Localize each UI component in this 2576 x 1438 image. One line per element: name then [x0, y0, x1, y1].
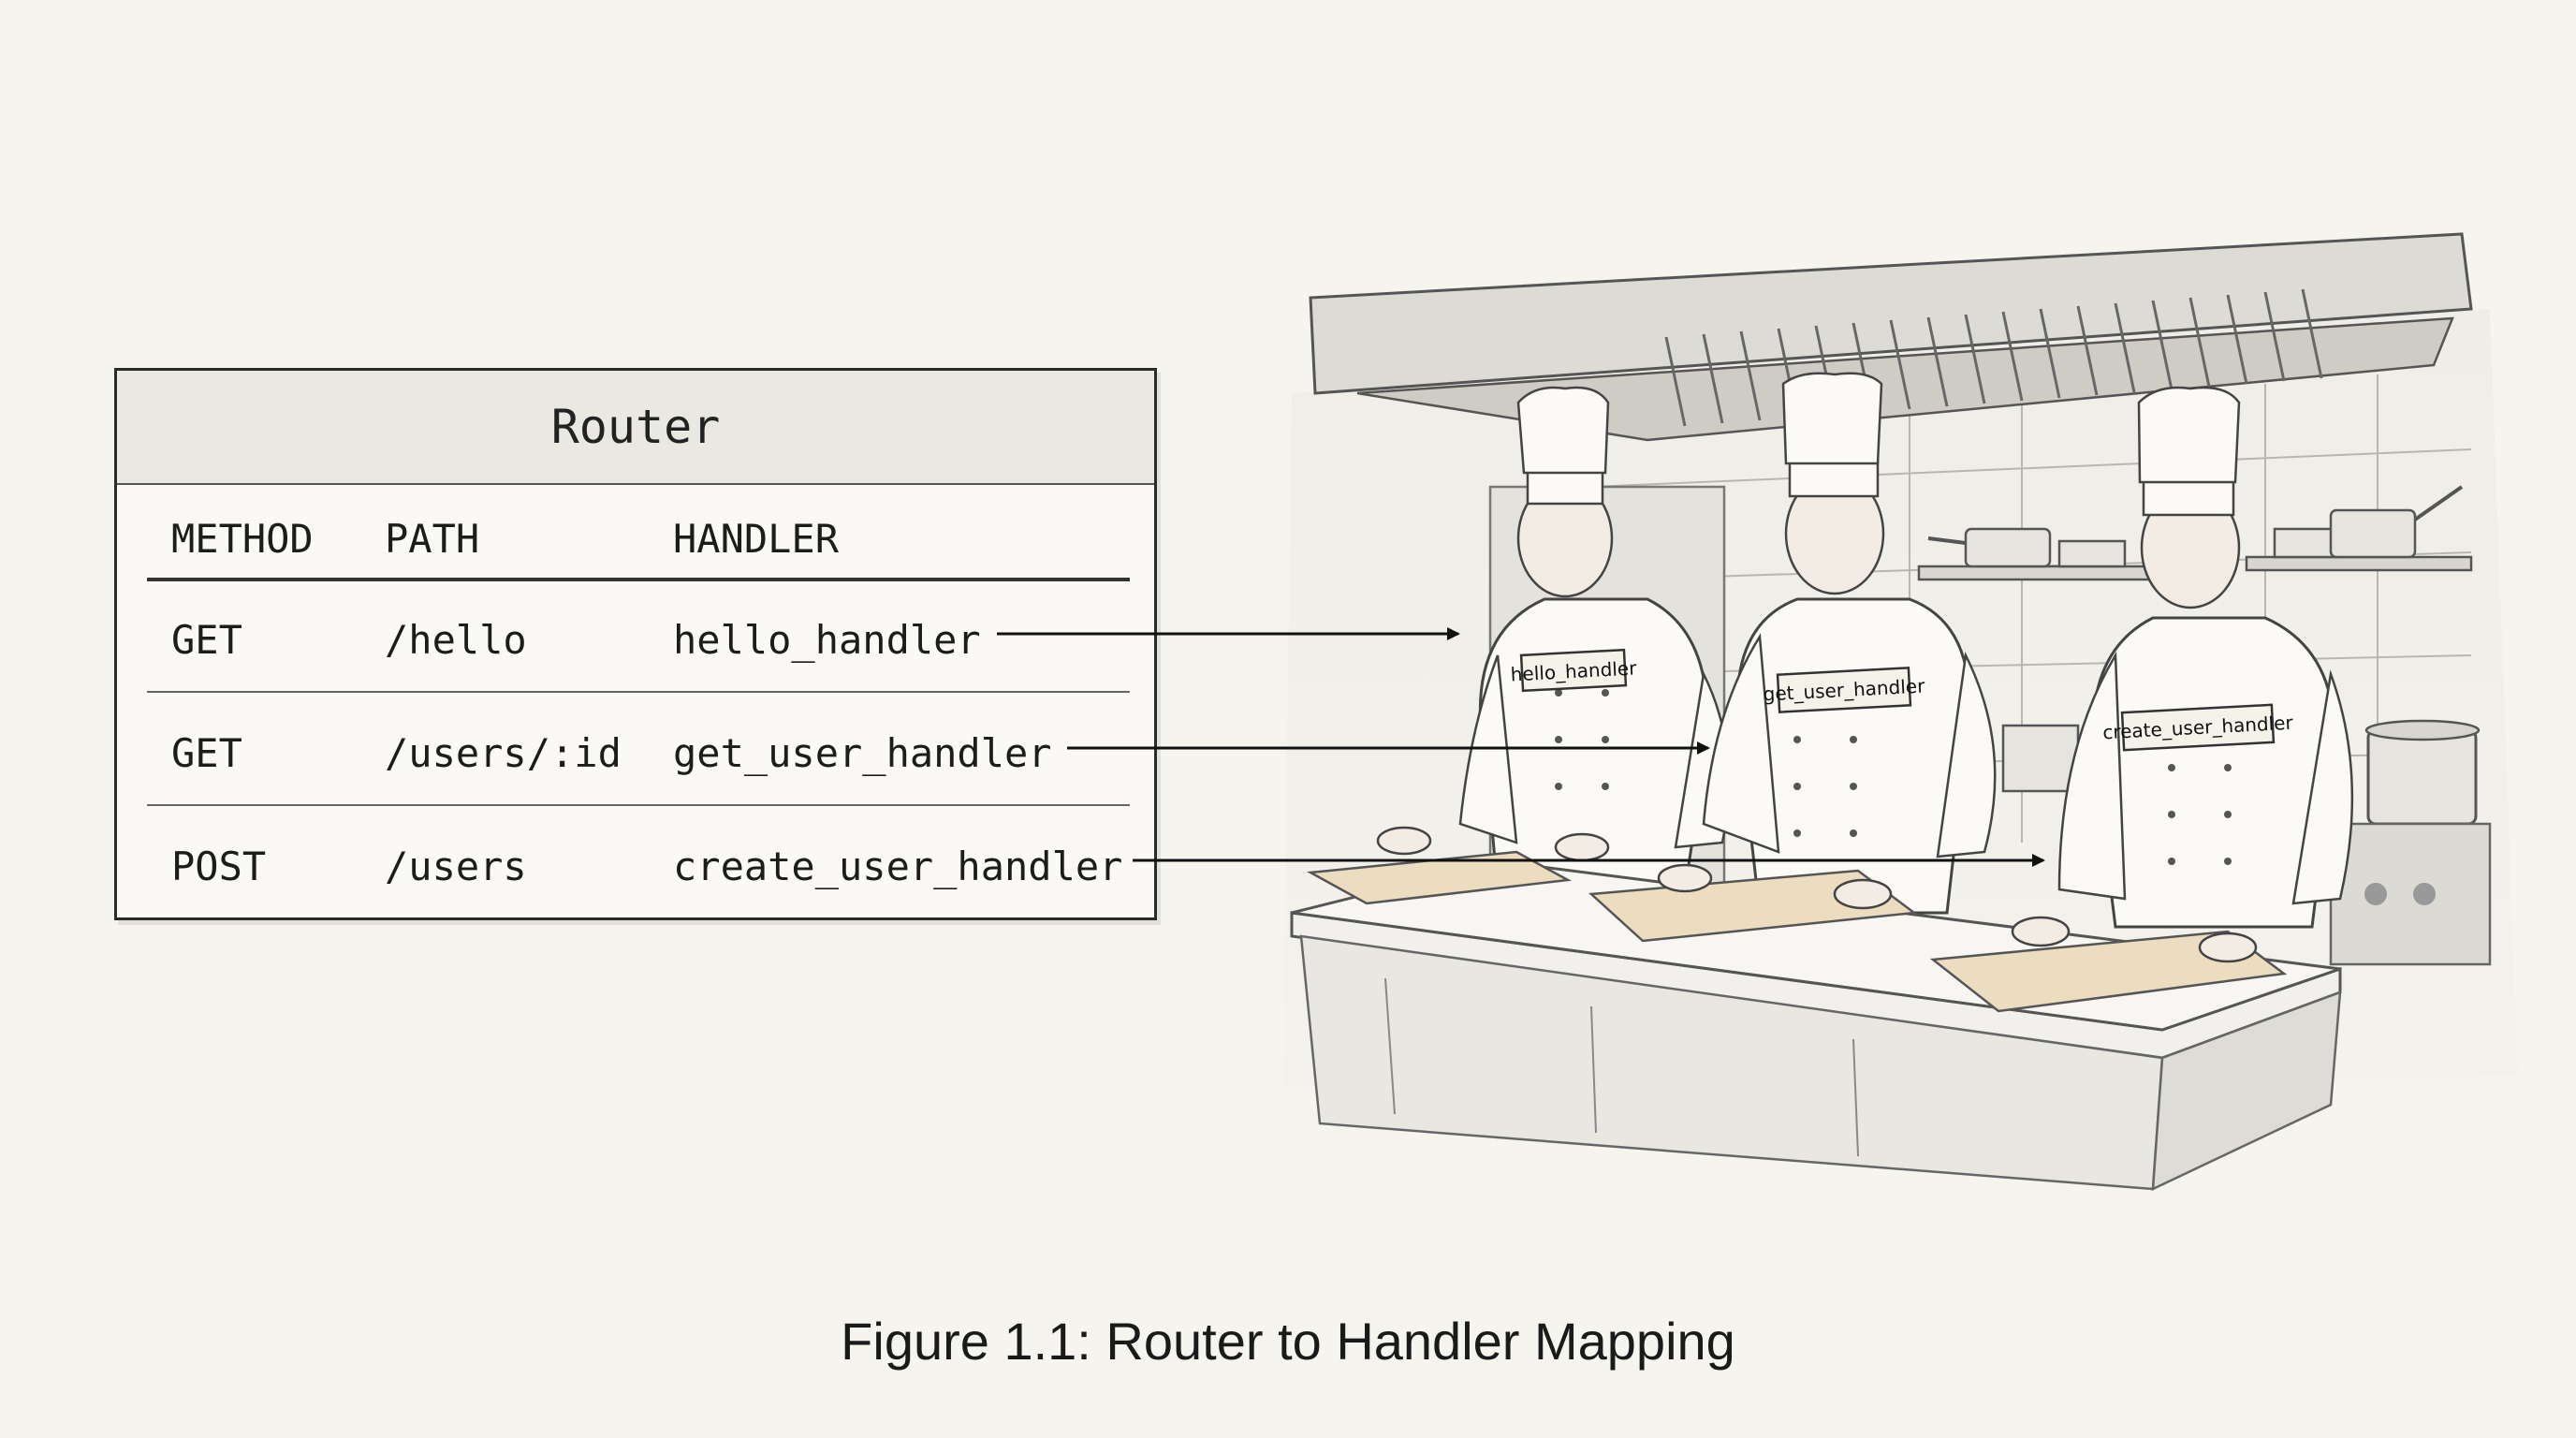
row-path: /users/:id — [385, 730, 622, 776]
row-path: /users — [385, 844, 527, 889]
badge-hello-handler: hello_handler — [1510, 648, 1638, 693]
row-method: GET — [171, 617, 242, 663]
column-header-path: PATH — [385, 516, 480, 562]
cutting-board — [1306, 850, 1573, 905]
stove-knob-icon — [2364, 883, 2387, 905]
stove-knob-icon — [2413, 883, 2436, 905]
column-header-method: METHOD — [171, 516, 314, 562]
row-divider — [147, 804, 1130, 806]
badge-create-user-handler: create_user_handler — [2102, 703, 2294, 752]
row-divider — [147, 691, 1130, 693]
pot-icon — [1927, 485, 2464, 568]
badge-get-user-handler: get_user_handler — [1763, 667, 1926, 713]
chef-hands — [1376, 826, 2258, 963]
row-method: GET — [171, 730, 242, 776]
row-handler: get_user_handler — [673, 730, 1052, 776]
row-method: POST — [171, 844, 267, 889]
row-path: /hello — [385, 617, 527, 663]
row-handler: hello_handler — [673, 617, 981, 663]
wall-shelf — [1917, 555, 2473, 581]
header-divider — [147, 578, 1130, 581]
column-header-handler: HANDLER — [673, 516, 840, 562]
figure-caption: Figure 1.1: Router to Handler Mapping — [841, 1312, 1735, 1371]
stock-pot-icon — [2001, 719, 2481, 826]
cutting-board — [1929, 930, 2288, 1013]
router-title: Router — [117, 371, 1154, 485]
stove — [2329, 822, 2492, 966]
chef-create-user — [2057, 386, 2354, 929]
router-table: Router METHOD PATH HANDLER GET /hello he… — [114, 368, 1157, 920]
row-handler: create_user_handler — [673, 844, 1123, 889]
